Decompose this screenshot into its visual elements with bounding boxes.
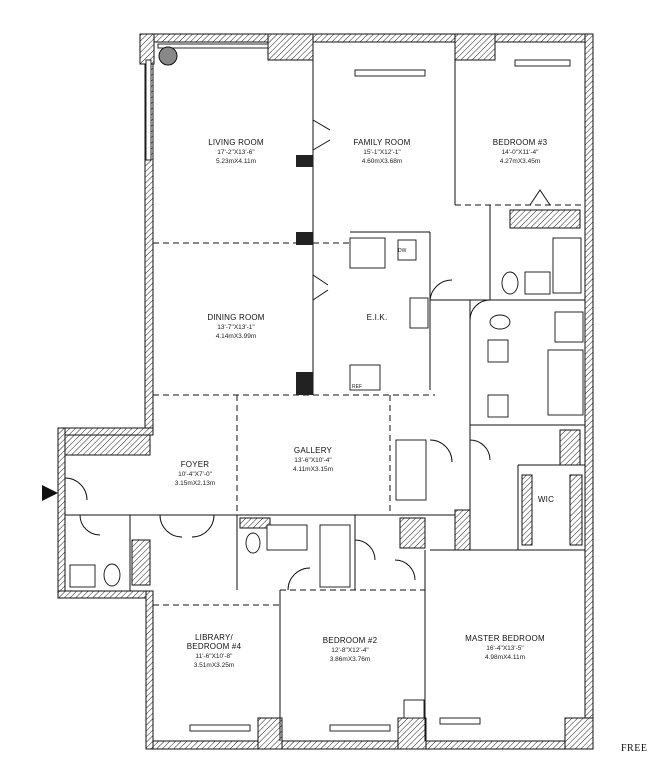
room-family: FAMILY ROOM 15'-1"X12'-1" 4.60mX3.68m: [353, 138, 410, 165]
room-dimensions-imperial: 12'-8"X12'-4": [331, 647, 369, 654]
room-name: GALLERY: [294, 446, 333, 455]
room-dimensions-metric: 4.98mX4.11m: [485, 654, 525, 661]
room-name: BEDROOM #2: [323, 636, 378, 645]
interior-walls: [65, 60, 585, 741]
room-dimensions-metric: 4.11mX3.15m: [293, 466, 333, 473]
entry-arrow-icon: [42, 485, 58, 501]
room-dimensions-imperial: 14'-0"X11'-4": [502, 149, 540, 156]
room-wic: WIC: [538, 495, 554, 504]
fixtures: [69, 237, 584, 719]
room-dimensions-imperial: 15'-1"X12'-1": [363, 149, 401, 156]
room-dimensions-metric: 4.60mX3.68m: [362, 158, 402, 165]
room-name-line-1: LIBRARY/: [195, 633, 233, 642]
doors: [64, 119, 551, 591]
room-dimensions-metric: 3.86mX3.76m: [330, 656, 370, 663]
footer-text: FREE: [621, 743, 648, 754]
room-bedroom-2: BEDROOM #2 12'-8"X12'-4" 3.86mX3.76m: [323, 636, 378, 663]
room-foyer: FOYER 10'-4"X7'-0" 3.15mX2.13m: [175, 460, 215, 487]
room-eik: E.I.K.: [367, 313, 388, 322]
room-name: FOYER: [181, 460, 210, 469]
exterior-walls: [57, 33, 594, 750]
room-name: LIVING ROOM: [208, 138, 264, 147]
room-dimensions-metric: 3.51mX3.25m: [194, 662, 234, 669]
room-dimensions-imperial: 16'-4"X13'-5": [486, 645, 524, 652]
room-dimensions-imperial: 13'-6"X10'-4": [294, 457, 332, 464]
room-dimensions-imperial: 10'-4"X7'-0": [178, 471, 213, 478]
room-name: DINING ROOM: [207, 313, 264, 322]
room-gallery: GALLERY 13'-6"X10'-4" 4.11mX3.15m: [293, 446, 333, 473]
room-dimensions-imperial: 13'-7"X13'-1": [217, 324, 255, 331]
closets: [64, 209, 583, 586]
room-name: MASTER BEDROOM: [465, 634, 545, 643]
room-dimensions-metric: 4.27mX3.45m: [500, 158, 540, 165]
room-master-bedroom: MASTER BEDROOM 16'-4"X13'-5" 4.98mX4.11m: [465, 634, 545, 661]
room-dimensions-imperial: 17'-2"X13'-6": [217, 149, 255, 156]
room-dimensions-metric: 5.23mX4.11m: [216, 158, 256, 165]
room-dining: DINING ROOM 13'-7"X13'-1" 4.14mX3.99m: [207, 313, 264, 340]
room-dimensions-metric: 4.14mX3.99m: [216, 333, 256, 340]
room-name: BEDROOM #3: [493, 138, 548, 147]
room-name-line-2: BEDROOM #4: [187, 642, 242, 651]
room-living: LIVING ROOM 17'-2"X13'-6" 5.23mX4.11m: [208, 138, 264, 165]
room-library: LIBRARY/ BEDROOM #4 11'-6"X10'-8" 3.51mX…: [187, 633, 242, 669]
room-name: E.I.K.: [367, 313, 388, 322]
room-bedroom-3: BEDROOM #3 14'-0"X11'-4" 4.27mX3.45m: [493, 138, 548, 165]
dw-label: DW: [398, 248, 407, 254]
room-dimensions-metric: 3.15mX2.13m: [175, 480, 215, 487]
room-dimensions-imperial: 11'-6"X10'-8": [196, 653, 234, 660]
room-name: WIC: [538, 495, 554, 504]
ref-label: REF: [352, 384, 362, 390]
windows: [145, 43, 571, 732]
room-name: FAMILY ROOM: [353, 138, 410, 147]
